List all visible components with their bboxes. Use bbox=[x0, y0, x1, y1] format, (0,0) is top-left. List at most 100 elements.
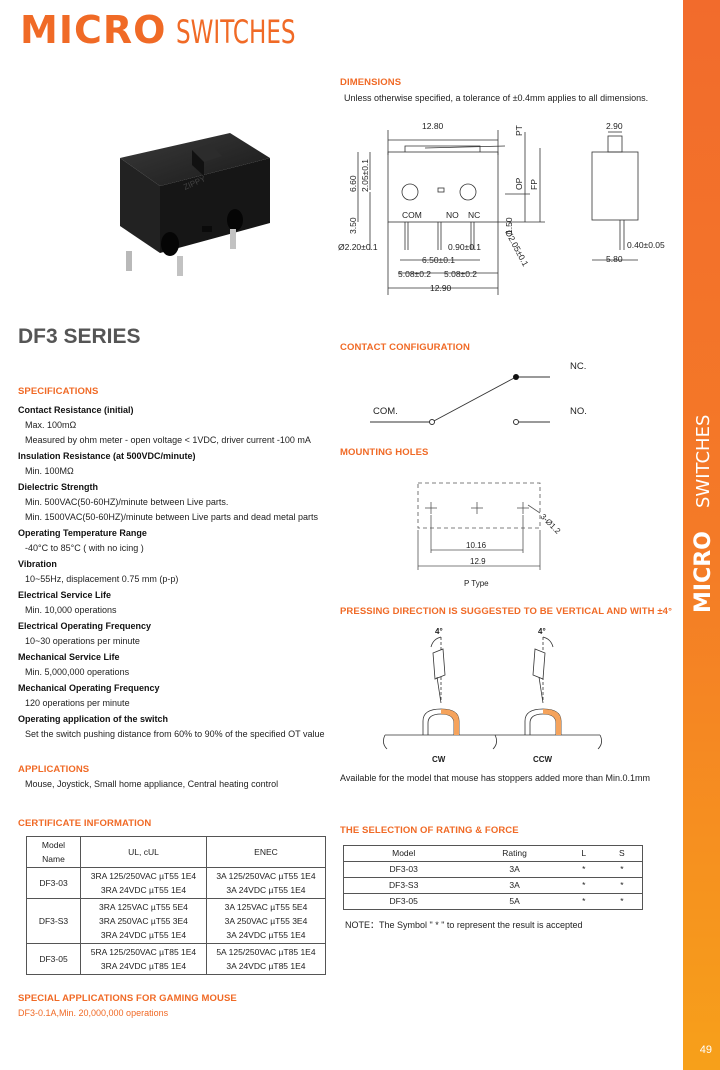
rating-header-cell: Rating bbox=[463, 845, 566, 862]
cert-enec-line: 3A 24VDC µT85 1E4 bbox=[226, 961, 306, 971]
spec-line: Max. 100mΩ bbox=[25, 420, 77, 430]
dim-com: COM bbox=[402, 210, 422, 220]
applications-title: APPLICATIONS bbox=[18, 764, 90, 775]
spec-line: -40°C to 85°C ( with no icing ) bbox=[25, 543, 144, 553]
gaming-title: SPECIAL APPLICATIONS FOR GAMING MOUSE bbox=[18, 993, 237, 1004]
rating-cell: * bbox=[565, 861, 602, 878]
rating-cell: * bbox=[601, 861, 643, 878]
dim-d3: Ø2.05±0.1 bbox=[503, 228, 531, 268]
spec-head: Dielectric Strength bbox=[18, 482, 99, 492]
press-angle-ccw: 4° bbox=[538, 627, 546, 636]
dim-s-bot: 5.80 bbox=[606, 254, 623, 264]
cert-row: DF3-S3 3RA 125VAC µT55 5E4 3RA 250VAC µT55… bbox=[26, 898, 327, 944]
rating-cell: 5A bbox=[463, 893, 566, 910]
dim-s-top: 2.90 bbox=[606, 121, 623, 131]
dim-w-bot: 12.90 bbox=[430, 283, 452, 293]
spec-head: Electrical Operating Frequency bbox=[18, 621, 152, 631]
contact-no: NO. bbox=[570, 406, 587, 417]
contact-title: CONTACT CONFIGURATION bbox=[340, 342, 470, 353]
sidebar-thin: SWITCHES bbox=[693, 414, 714, 508]
cert-ul-line: 3RA 125VAC µT55 5E4 bbox=[99, 902, 188, 912]
contact-nc: NC. bbox=[570, 361, 586, 372]
rating-cell: * bbox=[565, 893, 602, 910]
series-title: DF3 SERIES bbox=[18, 325, 141, 348]
spec-line: 10~55Hz, displacement 0.75 mm (p-p) bbox=[25, 574, 179, 584]
cert-ul-line: 3RA 250VAC µT55 3E4 bbox=[99, 916, 188, 926]
rating-cell: 3A bbox=[463, 877, 566, 894]
rating-header-cell: L bbox=[565, 845, 602, 862]
cert-enec-line: 3A 125/250VAC µT55 1E4 bbox=[216, 871, 316, 881]
dim-op: OP bbox=[514, 177, 524, 190]
rating-header-cell: Model bbox=[343, 845, 464, 862]
cert-enec-line: 3A 125VAC µT55 5E4 bbox=[224, 902, 308, 912]
rating-cell: * bbox=[565, 877, 602, 894]
rating-header-cell: S bbox=[601, 845, 643, 862]
dim-p3: 5.08±0.2 bbox=[444, 269, 477, 279]
spec-line: Min. 10,000 operations bbox=[25, 605, 117, 615]
specs-title: SPECIFICATIONS bbox=[18, 386, 99, 397]
dim-d1: Ø2.20±0.1 bbox=[338, 242, 378, 252]
spec-line: Measured by ohm meter - open voltage < 1… bbox=[25, 435, 311, 445]
rating-cell: DF3-S3 bbox=[343, 877, 464, 894]
cert-ul-line: 3RA 24VDC µT55 1E4 bbox=[100, 930, 187, 940]
dim-d2: 0.90±0.1 bbox=[448, 242, 481, 252]
dim-pt: PT bbox=[514, 125, 524, 136]
dim-nc: NC bbox=[468, 210, 480, 220]
spec-item: Mechanical Operating Frequency 120 operat… bbox=[18, 681, 338, 711]
mount-d1: 10.16 bbox=[466, 541, 487, 550]
spec-head: Operating application of the switch bbox=[18, 714, 169, 724]
dim-h1: 6.60 bbox=[348, 175, 358, 192]
cert-header-cell: ENEC bbox=[205, 836, 327, 868]
spec-line: Min. 5,000,000 operations bbox=[25, 667, 130, 677]
spec-line: 120 operations per minute bbox=[25, 698, 130, 708]
spec-line: Set the switch pushing distance from 60%… bbox=[25, 729, 325, 739]
rating-note: NOTE：The Symbol " * " to represent the r… bbox=[345, 920, 583, 930]
spec-item: Contact Resistance (initial) Max. 100mΩ Me… bbox=[18, 403, 338, 448]
dimensions-title: DIMENSIONS bbox=[340, 77, 402, 88]
spec-head: Mechanical Operating Frequency bbox=[18, 683, 160, 693]
header-bold: MICRO bbox=[20, 8, 167, 52]
cert-ul-line: 3RA 125/250VAC µT55 1E4 bbox=[90, 871, 197, 881]
certificate-title: CERTIFICATE INFORMATION bbox=[18, 818, 152, 829]
sidebar: MICRO SWITCHES 49 bbox=[683, 0, 720, 1070]
cert-enec-line: 3A 24VDC µT55 1E4 bbox=[226, 885, 306, 895]
page-number: 49 bbox=[699, 1044, 712, 1056]
rating-title: THE SELECTION OF RATING & FORCE bbox=[340, 825, 519, 836]
rating-cell: 3A bbox=[463, 861, 566, 878]
dim-p1: 6.50±0.1 bbox=[422, 255, 455, 265]
cert-model: DF3-S3 bbox=[26, 898, 81, 944]
cert-enec-line: 3A 24VDC µT55 1E4 bbox=[226, 930, 306, 940]
cert-enec: 3A 125/250VAC µT55 1E4 3A 24VDC µT55 1E4 bbox=[205, 867, 327, 899]
pressing-note: Available for the model that mouse has s… bbox=[340, 773, 651, 783]
cert-ul-line: 5RA 125/250VAC µT85 1E4 bbox=[90, 947, 197, 957]
cert-ul: 3RA 125VAC µT55 5E4 3RA 250VAC µT55 3E4 3R… bbox=[80, 898, 207, 944]
spec-head: Electrical Service Life bbox=[18, 590, 112, 600]
spec-item: Insulation Resistance (at 500VDC/minute)… bbox=[18, 449, 338, 479]
applications-text: Mouse, Joystick, Small home appliance, C… bbox=[25, 779, 279, 789]
header-thin: SWITCHES bbox=[176, 13, 296, 51]
dim-h4: 1.50 bbox=[504, 217, 514, 234]
rating-cell: * bbox=[601, 877, 643, 894]
dim-w-top: 12.80 bbox=[422, 121, 444, 131]
press-cw: CW bbox=[432, 755, 446, 764]
cert-header-cell: Model Name bbox=[26, 836, 81, 868]
cert-model: DF3-03 bbox=[26, 867, 81, 899]
dim-h2: 2.05±0.1 bbox=[360, 159, 370, 192]
spec-line: Min. 500VAC(50-60HZ)/minute between Live… bbox=[25, 497, 229, 507]
spec-head: Contact Resistance (initial) bbox=[18, 405, 134, 415]
